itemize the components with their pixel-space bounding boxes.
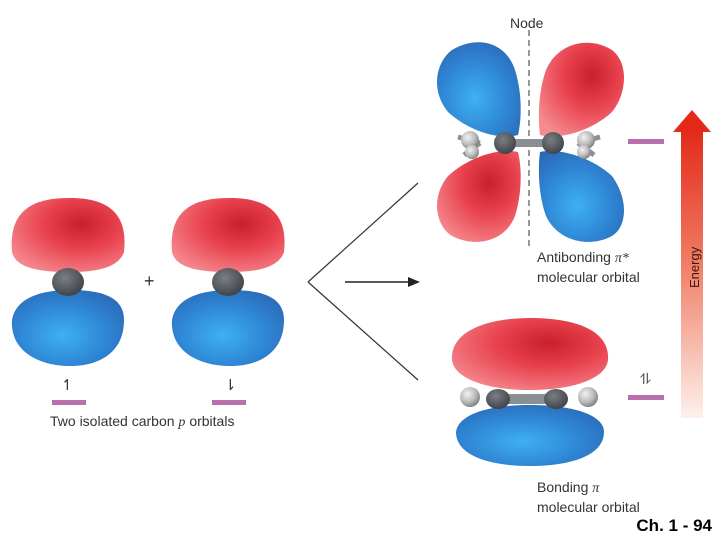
- p-orbital-bottom-lobe-right: [171, 290, 284, 366]
- antibonding-lobe-top-right: [538, 42, 624, 137]
- hydrogen-atom: [578, 387, 598, 407]
- antibonding-lobe-bottom-left: [436, 151, 521, 242]
- hydrogen-atom: [465, 145, 479, 159]
- carbon-atom: [486, 389, 510, 409]
- carbon-atom: [544, 389, 568, 409]
- paired-spin-arrows: ⥮: [640, 370, 651, 388]
- energy-level-antibonding: [628, 139, 664, 144]
- energy-arrow: Energy: [673, 110, 711, 418]
- hydrogen-atom: [577, 145, 591, 159]
- bonding-lobe-bottom: [456, 405, 604, 466]
- hydrogen-atom: [461, 131, 479, 149]
- spin-up-arrow: ↿: [61, 376, 74, 394]
- p-orbital-top-lobe-left: [11, 198, 125, 272]
- bonding-label: Bonding π molecular orbital: [537, 479, 640, 515]
- combination-arrow: [345, 277, 420, 287]
- p-orbital-top-lobe-right: [171, 198, 285, 272]
- bonding-pi-orbital: [451, 318, 664, 466]
- energy-label: Energy: [687, 246, 702, 288]
- isolated-p-orbital-left: [11, 198, 125, 405]
- cc-bond-antibonding: [505, 139, 553, 147]
- isolated-p-orbital-right: [171, 198, 285, 405]
- energy-level-bonding: [628, 395, 664, 400]
- p-orbital-bottom-lobe-left: [11, 290, 124, 366]
- node-label: Node: [510, 15, 544, 31]
- antibonding-pi-star-orbital: [436, 30, 664, 250]
- antibonding-lobe-bottom-right: [538, 151, 624, 242]
- energy-level-left: [52, 400, 86, 405]
- antibonding-lobe-top-left: [436, 42, 521, 137]
- antibonding-label: Antibonding π* molecular orbital: [537, 249, 640, 285]
- carbon-atom-right: [212, 268, 244, 296]
- hydrogen-atom: [577, 131, 595, 149]
- carbon-atom-left: [52, 268, 84, 296]
- orbital-splitting-lines: [307, 182, 419, 381]
- cc-bond-bonding: [498, 394, 556, 404]
- isolated-orbitals-label: Two isolated carbon p orbitals: [50, 413, 235, 430]
- carbon-atom: [542, 132, 564, 154]
- bonding-lobe-top: [451, 318, 609, 390]
- energy-level-right: [212, 400, 246, 405]
- spin-down-arrow: ⇂: [224, 376, 237, 394]
- slide-footer: Ch. 1 - 94: [636, 516, 712, 535]
- carbon-atom: [494, 132, 516, 154]
- plus-sign: +: [144, 271, 155, 291]
- hydrogen-atom: [460, 387, 480, 407]
